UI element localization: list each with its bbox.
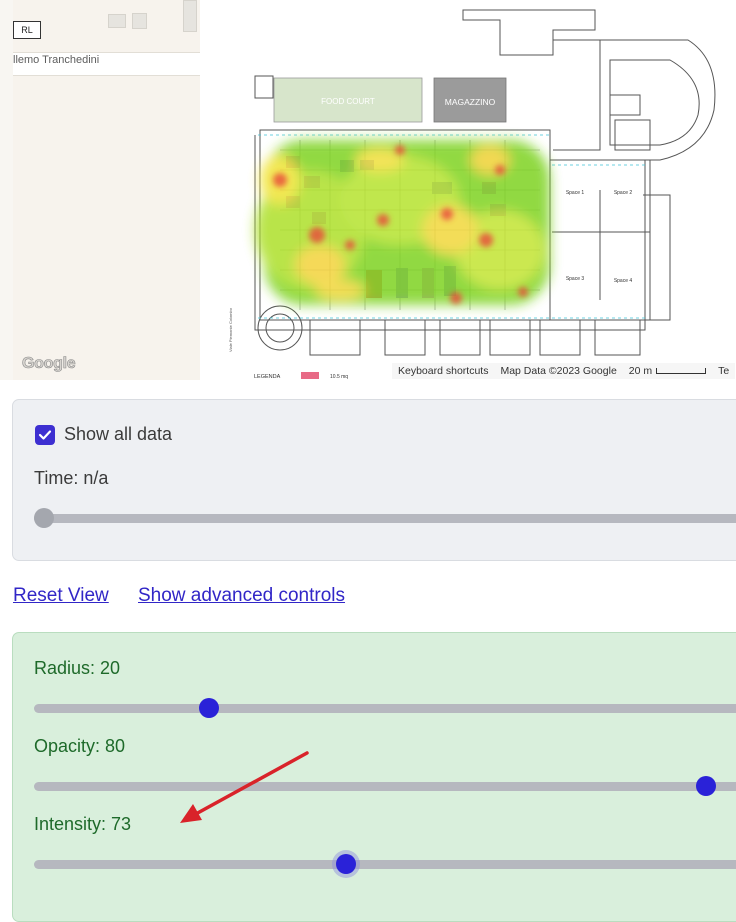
space-label: Space 4 bbox=[614, 278, 633, 284]
warehouse-label: MAGAZZINO bbox=[445, 97, 496, 107]
food-court-label: FOOD COURT bbox=[321, 97, 375, 106]
map-building bbox=[183, 0, 197, 32]
radius-label: Radius: 20 bbox=[34, 658, 121, 678]
space-label: Space 1 bbox=[566, 190, 585, 196]
map-road bbox=[13, 52, 200, 76]
scale-label: 20 m bbox=[628, 365, 653, 377]
intensity-slider-thumb[interactable] bbox=[336, 854, 356, 874]
show-all-label[interactable]: Show all data bbox=[64, 424, 173, 444]
keyboard-shortcuts-link[interactable]: Keyboard shortcuts bbox=[398, 365, 489, 377]
map-building bbox=[108, 14, 126, 28]
checkmark-icon bbox=[38, 430, 52, 440]
legend-label: LEGENDA bbox=[254, 374, 281, 380]
opacity-slider-thumb[interactable] bbox=[696, 776, 716, 796]
scale-indicator[interactable]: 20 m bbox=[628, 365, 707, 377]
food-court-area bbox=[273, 77, 423, 123]
heatmap-layer bbox=[255, 140, 550, 305]
intensity-slider-track[interactable] bbox=[34, 860, 736, 869]
space-label: Space 2 bbox=[614, 190, 633, 196]
warehouse-area bbox=[433, 77, 507, 123]
legend-swatch bbox=[301, 372, 319, 379]
show-all-checkbox[interactable] bbox=[35, 425, 55, 445]
map-view[interactable]: RL llemo Tranchedini Google bbox=[0, 0, 736, 380]
data-panel: Show all data Time: n/a bbox=[12, 399, 736, 561]
time-slider-thumb[interactable] bbox=[34, 508, 54, 528]
space-label: Space 3 bbox=[566, 276, 585, 282]
floor-plan-overlay: FOOD COURT MAGAZZINO bbox=[200, 0, 736, 380]
map-building bbox=[132, 13, 147, 29]
show-advanced-controls-link[interactable]: Show advanced controls bbox=[138, 585, 346, 606]
reset-view-link[interactable]: Reset View bbox=[13, 585, 109, 606]
street-label: llemo Tranchedini bbox=[13, 54, 100, 66]
route-badge: RL bbox=[13, 21, 41, 39]
google-logo: Google bbox=[22, 355, 76, 373]
terms-link[interactable]: Te bbox=[718, 365, 730, 377]
map-data-credit: Map Data ©2023 Google bbox=[500, 365, 617, 377]
map-attribution: Keyboard shortcuts Map Data ©2023 Google… bbox=[392, 363, 736, 379]
scale-bar bbox=[656, 368, 707, 375]
time-slider-track[interactable] bbox=[34, 514, 736, 523]
legend-value: 10.5 mq bbox=[330, 374, 348, 380]
base-map[interactable] bbox=[13, 0, 200, 380]
building-outline bbox=[254, 9, 716, 356]
radius-slider-track[interactable] bbox=[34, 704, 736, 713]
heatmap-controls-panel: Radius: 20 Opacity: 80 Intensity: 73 bbox=[12, 632, 736, 922]
cyan-lines bbox=[258, 134, 645, 319]
opacity-label: Opacity: 80 bbox=[34, 736, 126, 756]
side-label: Viale Piemonte Colombo bbox=[228, 307, 233, 352]
opacity-slider-track[interactable] bbox=[34, 782, 736, 791]
heatmap-hotspots bbox=[273, 145, 528, 304]
radius-slider-thumb[interactable] bbox=[199, 698, 219, 718]
intensity-label: Intensity: 73 bbox=[34, 814, 132, 834]
time-label: Time: n/a bbox=[34, 468, 109, 488]
